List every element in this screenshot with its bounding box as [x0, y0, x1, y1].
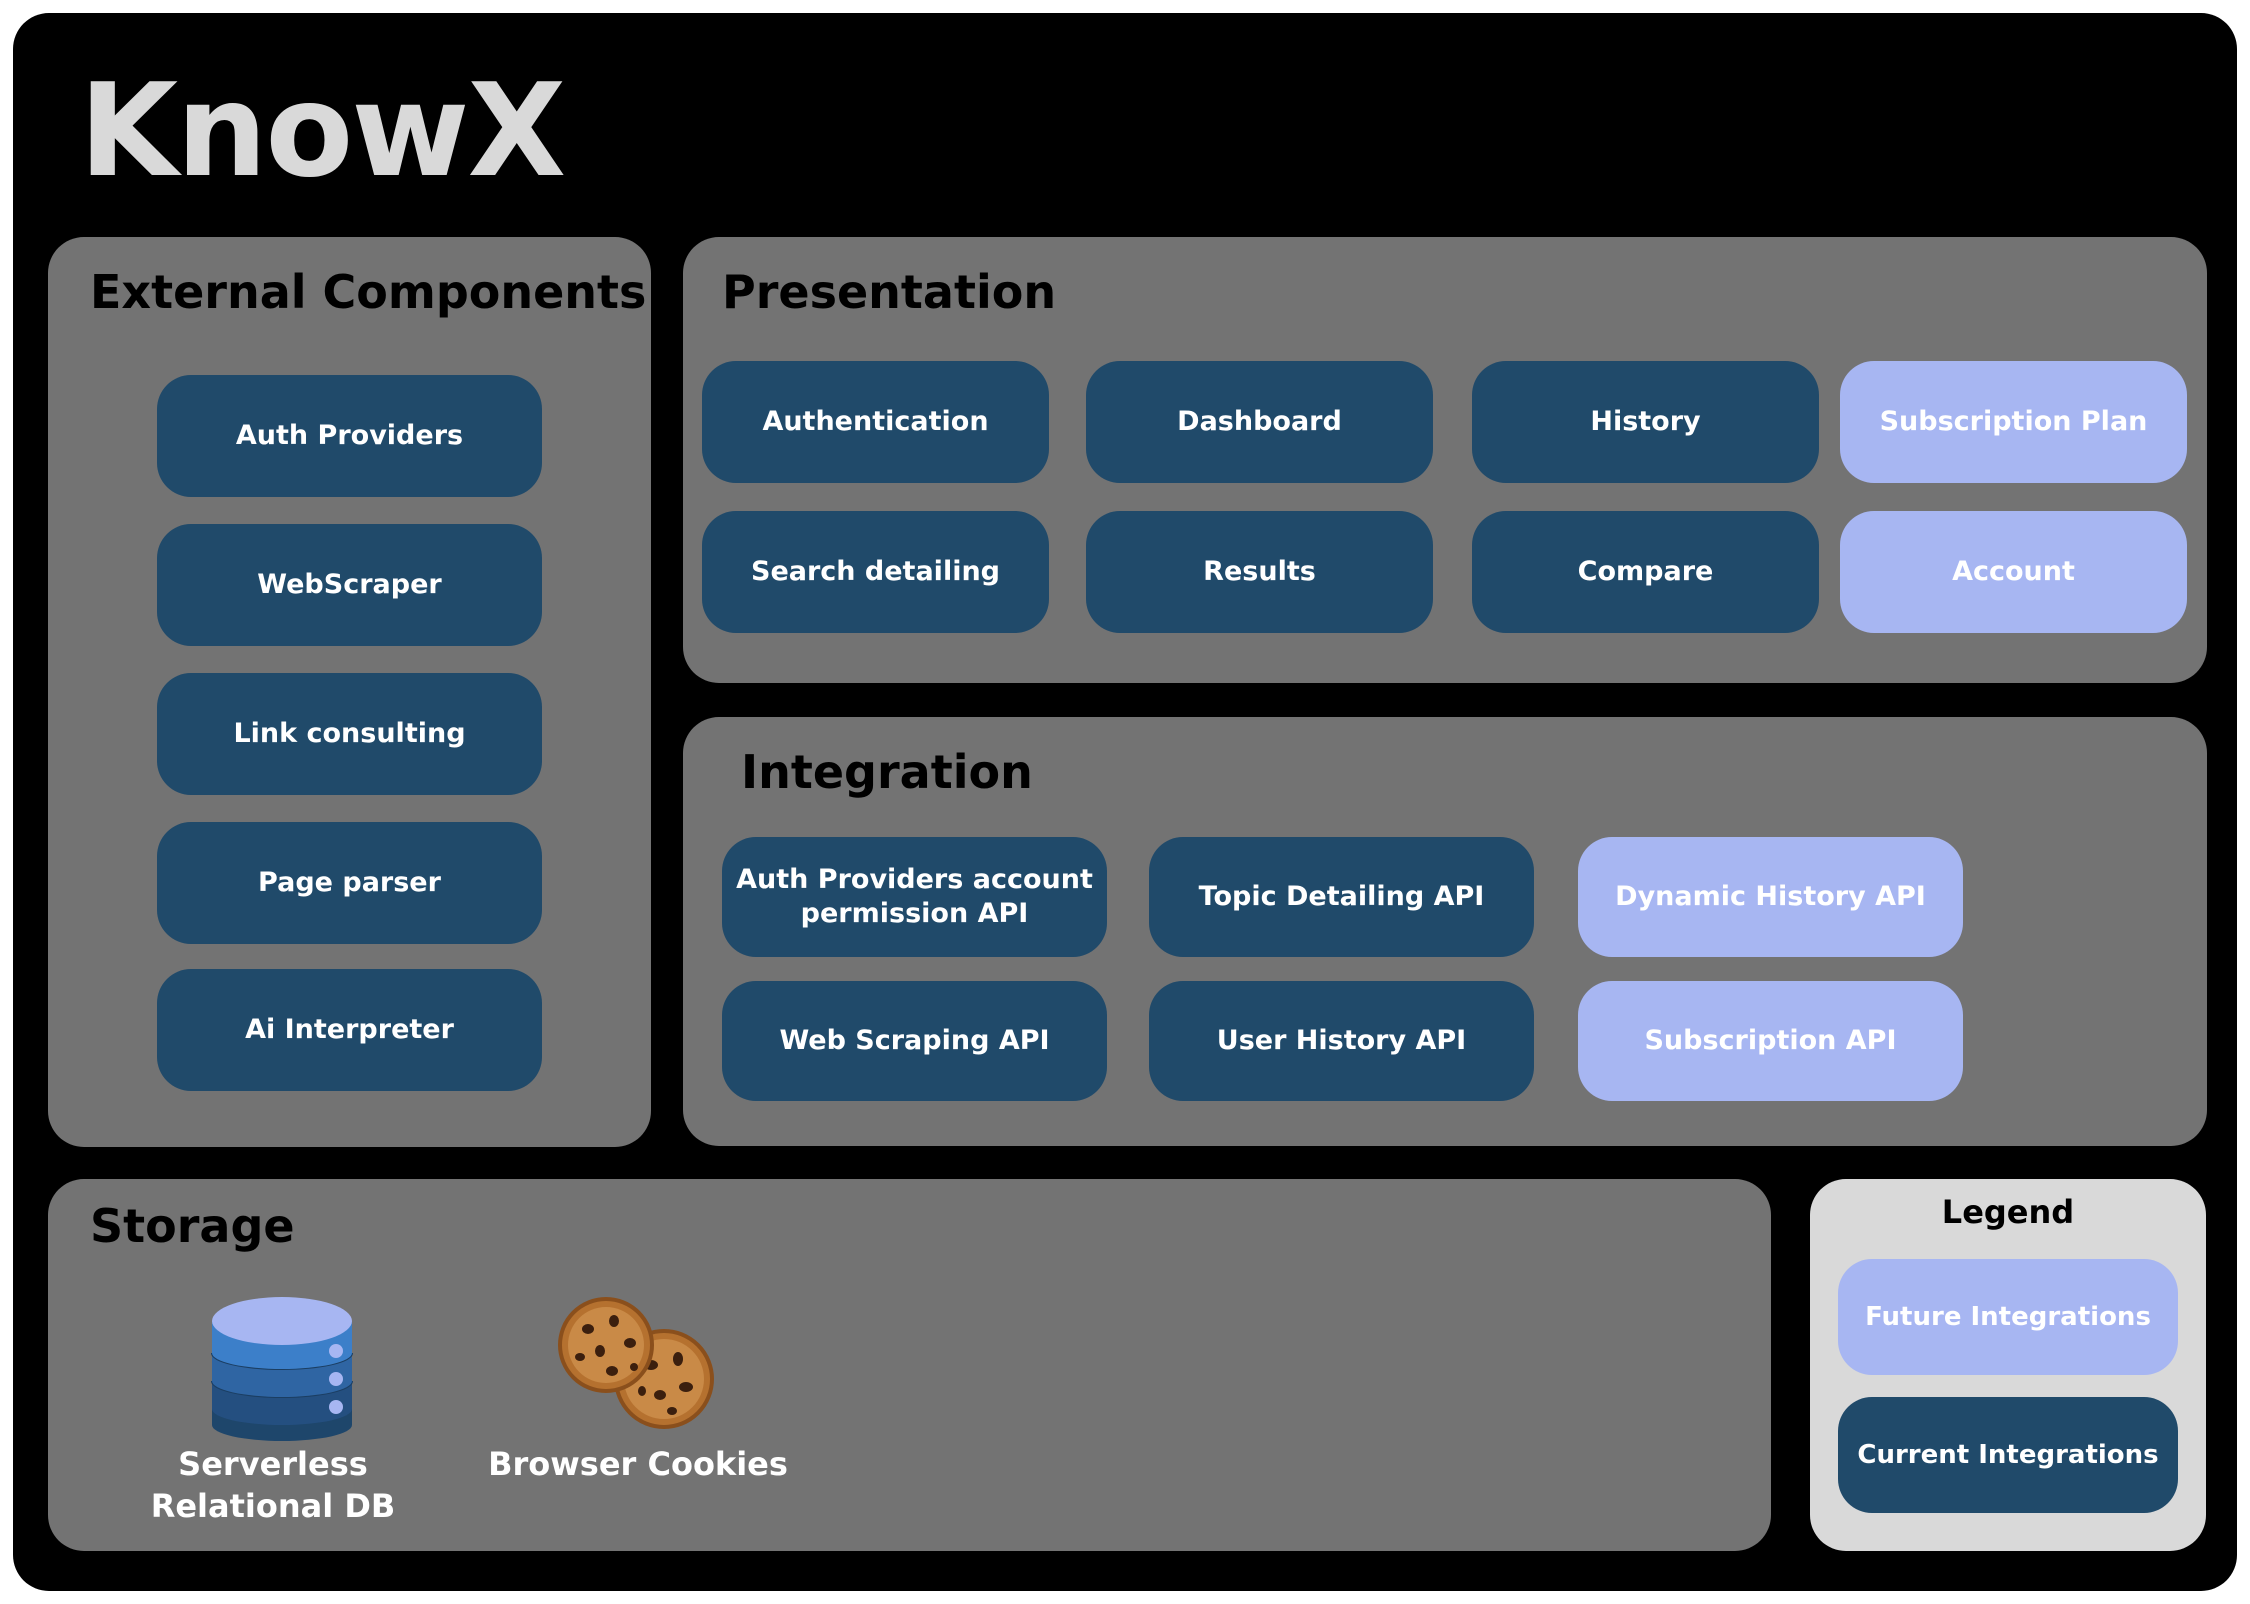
presentation-item-account: Account	[1840, 511, 2187, 633]
cookies-icon	[556, 1295, 721, 1435]
presentation-item-search-detailing: Search detailing	[702, 511, 1049, 633]
legend-panel: Legend Future Integrations Current Integ…	[1810, 1179, 2206, 1551]
integration-item-web-scraping-api: Web Scraping API	[722, 981, 1107, 1101]
integration-item-auth-providers-permission-api: Auth Providers account permission API	[722, 837, 1107, 957]
integration-item-user-history-api: User History API	[1149, 981, 1534, 1101]
presentation-item-dashboard: Dashboard	[1086, 361, 1433, 483]
integration-panel: Integration Auth Providers account permi…	[683, 717, 2207, 1146]
presentation-item-results: Results	[1086, 511, 1433, 633]
storage-title: Storage	[90, 1199, 295, 1253]
external-components-panel: External Components Auth Providers WebSc…	[48, 237, 651, 1147]
external-item-link-consulting: Link consulting	[157, 673, 542, 795]
external-item-auth-providers: Auth Providers	[157, 375, 542, 497]
integration-item-dynamic-history-api: Dynamic History API	[1578, 837, 1963, 957]
storage-panel: Storage Serverless Relational DB	[48, 1179, 1771, 1551]
integration-title: Integration	[741, 745, 1033, 799]
presentation-item-subscription-plan: Subscription Plan	[1840, 361, 2187, 483]
integration-item-subscription-api: Subscription API	[1578, 981, 1963, 1101]
presentation-panel: Presentation Authentication Dashboard Hi…	[683, 237, 2207, 683]
external-components-title: External Components	[90, 265, 647, 319]
storage-db-label: Serverless Relational DB	[150, 1445, 396, 1525]
external-item-webscraper: WebScraper	[157, 524, 542, 646]
external-item-page-parser: Page parser	[157, 822, 542, 944]
integration-item-topic-detailing-api: Topic Detailing API	[1149, 837, 1534, 957]
presentation-item-authentication: Authentication	[702, 361, 1049, 483]
storage-cookies-label: Browser Cookies	[488, 1445, 788, 1483]
presentation-item-compare: Compare	[1472, 511, 1819, 633]
legend-current-integrations: Current Integrations	[1838, 1397, 2178, 1513]
legend-title: Legend	[1941, 1193, 2075, 1231]
presentation-title: Presentation	[722, 265, 1057, 319]
database-icon	[208, 1291, 356, 1441]
presentation-item-history: History	[1472, 361, 1819, 483]
external-item-ai-interpreter: Ai Interpreter	[157, 969, 542, 1091]
legend-future-integrations: Future Integrations	[1838, 1259, 2178, 1375]
app-title: KnowX	[79, 57, 566, 206]
